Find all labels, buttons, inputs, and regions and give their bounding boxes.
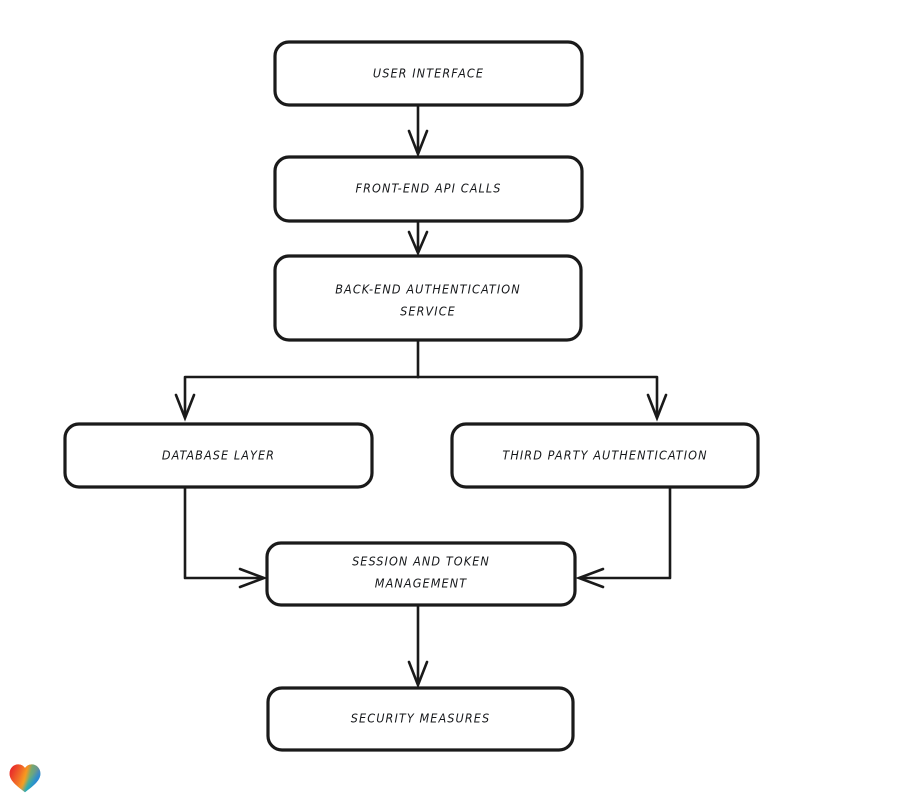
node-security-measures[interactable]: SECURITY MEASURES	[266, 686, 575, 752]
node-session-token-mgmt-label-line1: SESSION AND TOKEN	[352, 554, 490, 569]
node-session-token-mgmt[interactable]: SESSION AND TOKEN MANAGEMENT	[265, 541, 577, 607]
node-user-interface-label: USER INTERFACE	[373, 66, 484, 81]
node-back-end-auth-service[interactable]: BACK-END AUTHENTICATION SERVICE	[273, 254, 583, 342]
node-third-party-auth[interactable]: THIRD PARTY AUTHENTICATION	[450, 422, 760, 489]
node-third-party-auth-label: THIRD PARTY AUTHENTICATION	[502, 448, 707, 463]
node-security-measures-shape[interactable]	[266, 686, 575, 752]
node-front-end-api-calls[interactable]: FRONT-END API CALLS	[273, 155, 584, 223]
node-session-token-mgmt-shape[interactable]	[265, 541, 577, 607]
node-database-layer-shape[interactable]	[63, 422, 374, 489]
heart-icon-overlay	[9, 764, 41, 793]
node-third-party-auth-shape[interactable]	[450, 422, 760, 489]
edge-thirdparty-to-session	[575, 485, 672, 589]
node-database-layer-label: DATABASE LAYER	[162, 448, 275, 463]
node-user-interface[interactable]: USER INTERFACE	[273, 40, 584, 107]
node-database-layer[interactable]: DATABASE LAYER	[63, 422, 374, 489]
edge-session-to-security	[407, 603, 429, 689]
node-security-measures-label: SECURITY MEASURES	[351, 711, 490, 726]
node-user-interface-shape[interactable]	[273, 40, 584, 107]
heart-icon	[9, 764, 41, 793]
edge-backend-to-thirdparty	[416, 375, 668, 422]
node-back-end-auth-service-label-line2: SERVICE	[400, 304, 456, 319]
edge-frontend-to-backend	[407, 219, 429, 257]
node-front-end-api-calls-shape[interactable]	[273, 155, 584, 223]
node-back-end-auth-service-label-line1: BACK-END AUTHENTICATION	[335, 282, 521, 297]
edge-backend-to-database	[174, 375, 420, 422]
edge-ui-to-frontend	[407, 103, 429, 158]
node-session-token-mgmt-label-line2: MANAGEMENT	[375, 576, 467, 591]
edge-database-to-session	[183, 485, 268, 589]
node-back-end-auth-service-shape[interactable]	[273, 254, 583, 342]
node-front-end-api-calls-label: FRONT-END API CALLS	[356, 181, 502, 196]
